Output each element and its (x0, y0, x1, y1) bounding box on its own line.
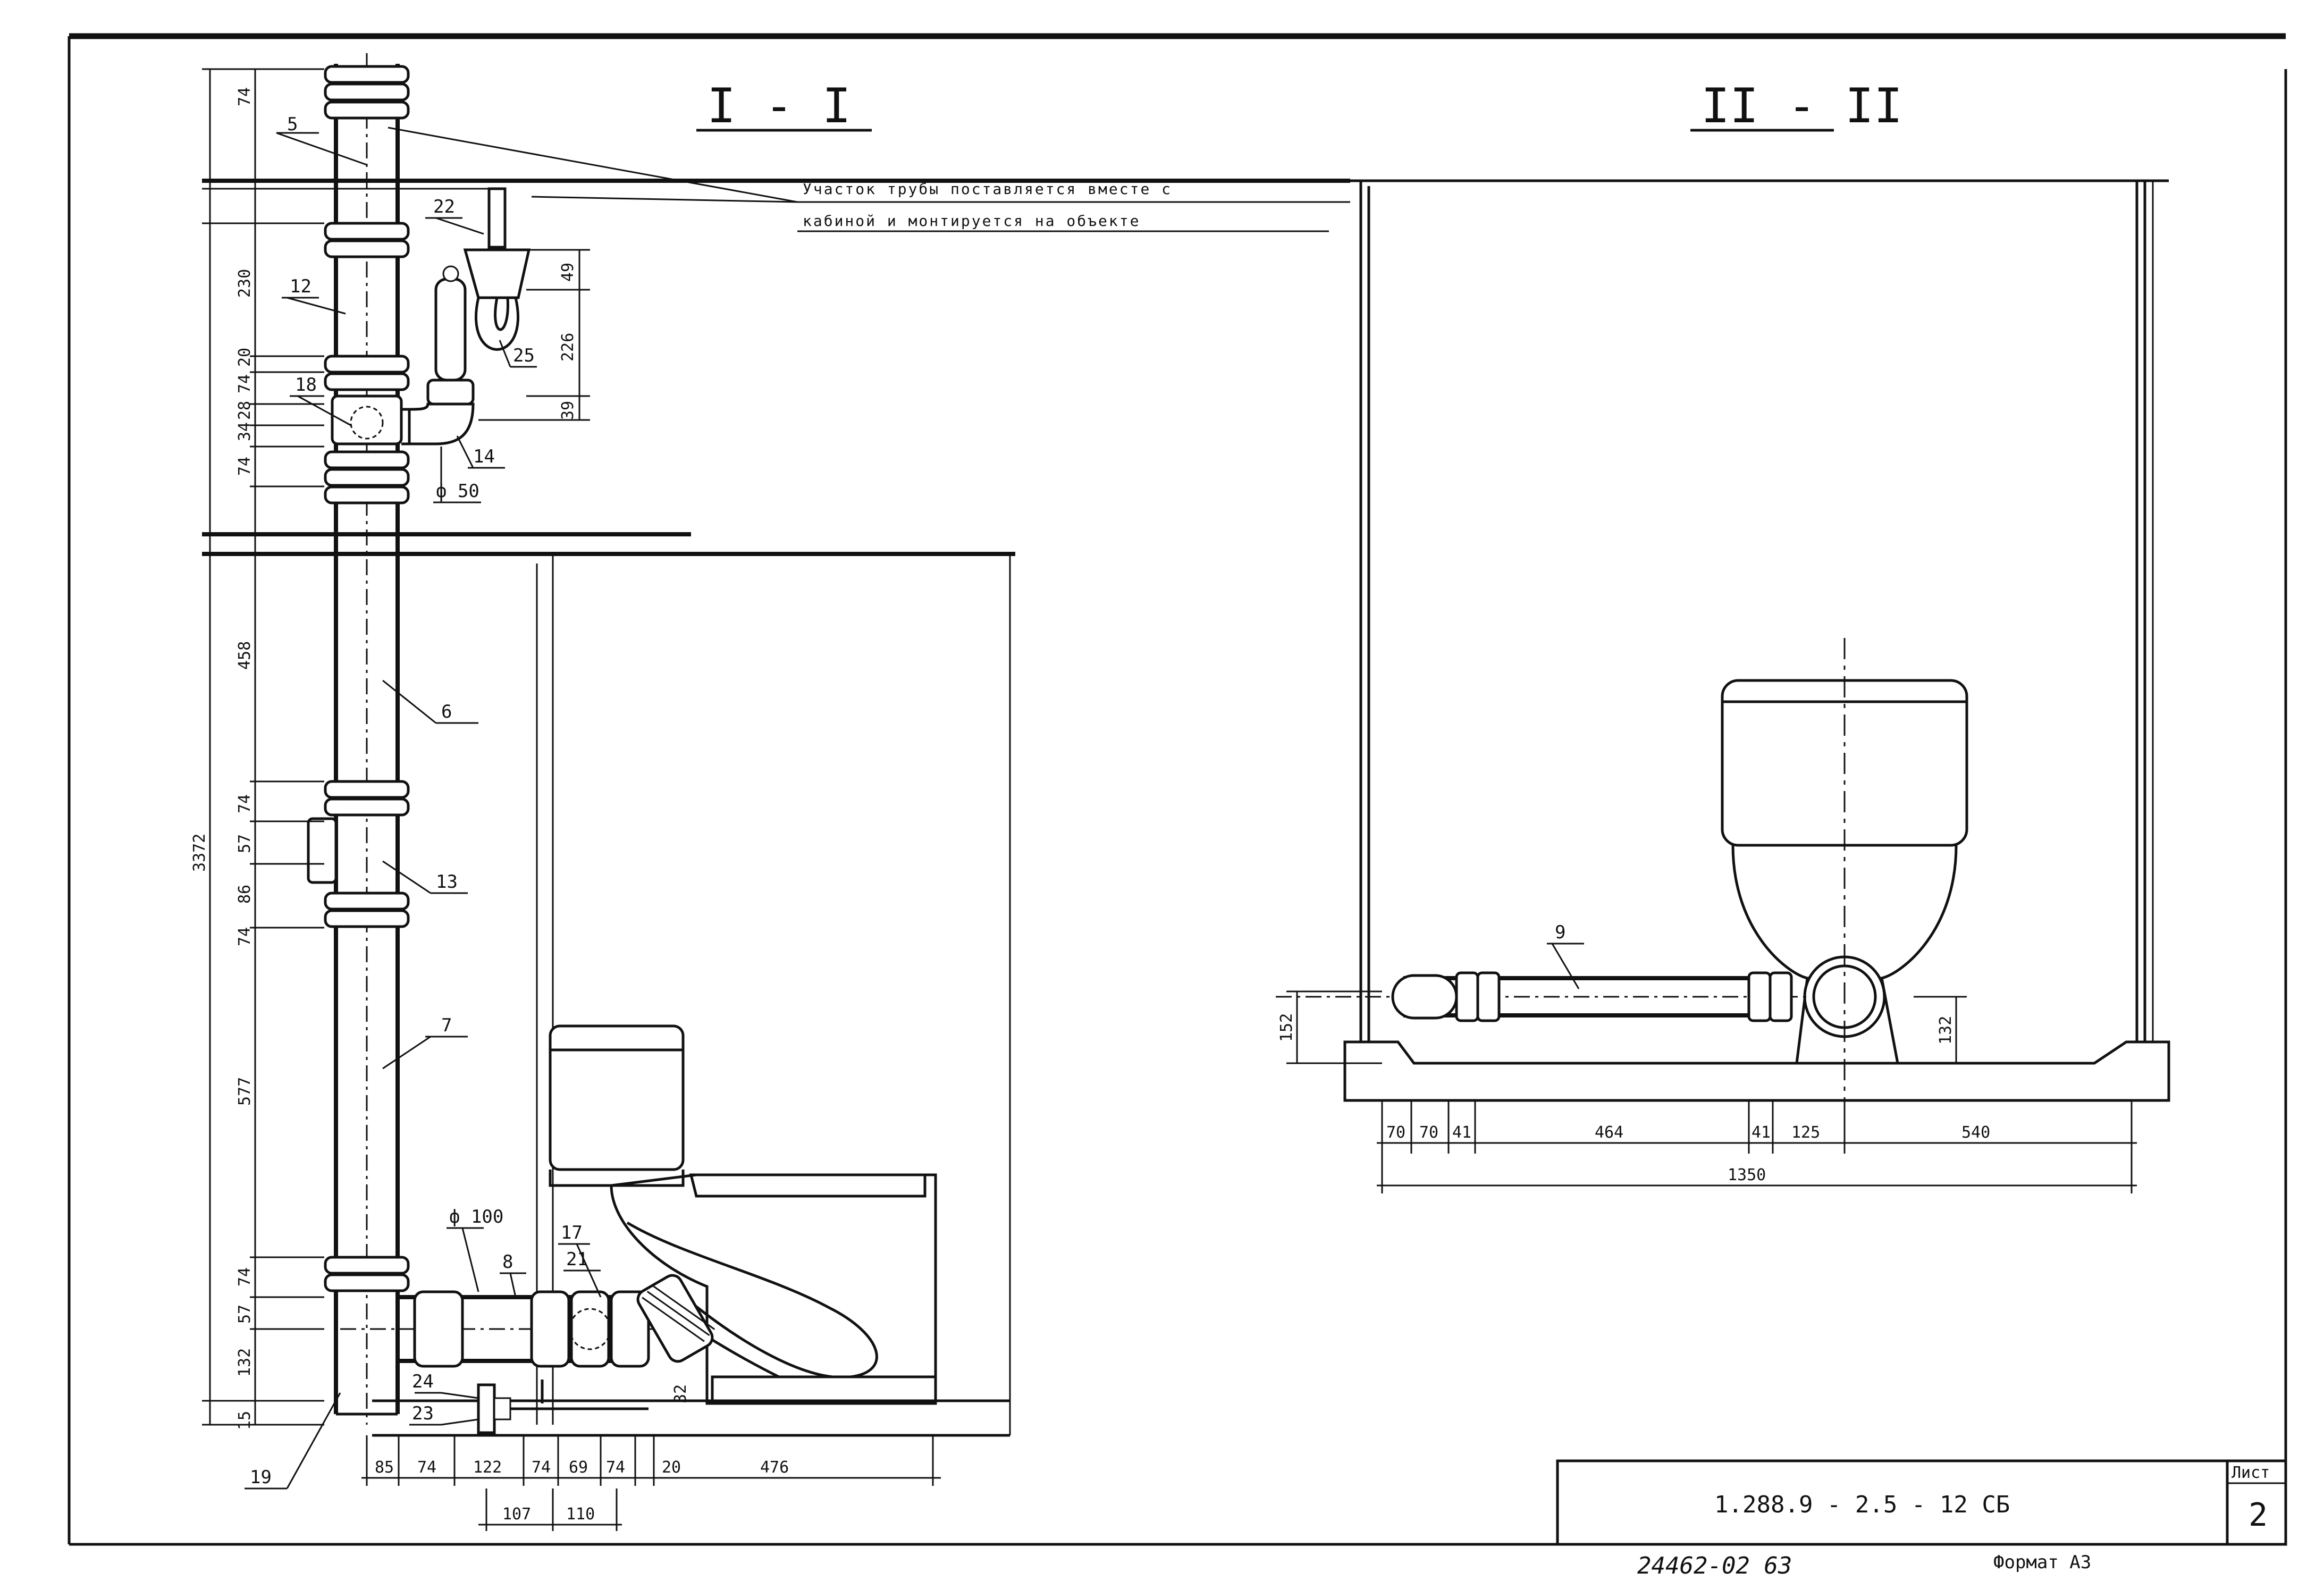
dim-b74b: 74 (532, 1458, 551, 1477)
dim-152: 152 (1277, 1013, 1296, 1042)
label-d100: ф 100 (449, 1206, 503, 1227)
dim-74-top: 74 (235, 87, 254, 106)
dim-577: 577 (235, 1077, 254, 1106)
label-25: 25 (513, 345, 535, 366)
label-21: 21 (566, 1249, 588, 1270)
riser-coupling-12-top (324, 222, 410, 258)
riser-coupling-lower-top (324, 450, 410, 504)
dim-74-c: 74 (235, 457, 254, 476)
label-17: 17 (561, 1222, 583, 1243)
dim-74-d: 74 (235, 794, 254, 813)
dim-28: 28 (235, 401, 254, 420)
dim-b20: 20 (662, 1458, 681, 1477)
dim-b32: 32 (671, 1384, 690, 1403)
dim-b85: 85 (375, 1458, 394, 1477)
dim-20: 20 (235, 348, 254, 367)
dim-15: 15 (235, 1411, 254, 1430)
dim-74-f: 74 (235, 1267, 254, 1286)
dim-r125: 125 (1791, 1123, 1820, 1142)
label-9: 9 (1555, 922, 1565, 943)
dim-226: 226 (559, 333, 577, 361)
dim-458: 458 (235, 641, 254, 670)
label-13: 13 (436, 871, 458, 893)
dim-b110: 110 (566, 1505, 595, 1524)
label-18: 18 (295, 374, 317, 396)
riser-tee-13 (307, 780, 410, 928)
dim-b476: 476 (760, 1458, 789, 1477)
dim-74-b: 74 (235, 374, 254, 393)
sheet-label: Лист (2232, 1464, 2270, 1482)
label-8: 8 (502, 1251, 513, 1273)
dim-b107: 107 (502, 1505, 531, 1524)
dim-49: 49 (559, 263, 577, 282)
dim-39: 39 (559, 401, 577, 420)
label-12: 12 (290, 276, 311, 297)
pipe-supply-note: Участок трубы поставляется вместе с каби… (388, 127, 1350, 232)
note-line-1: Участок трубы поставляется вместе с (803, 180, 1172, 198)
note-line-2: кабиной и монтируется на объекте (803, 212, 1140, 230)
sink-trap-assembly (401, 187, 531, 445)
toilet-front-view (1721, 638, 1968, 1148)
dim-r41b: 41 (1752, 1123, 1771, 1142)
section-one: I - I (190, 53, 1350, 1531)
dim-r70a: 70 (1386, 1123, 1405, 1142)
format-label: Формат А3 (1993, 1552, 2091, 1573)
dim-b74c: 74 (606, 1458, 625, 1477)
dim-r41a: 41 (1452, 1123, 1471, 1142)
dim-b74a: 74 (417, 1458, 436, 1477)
dim-57-b: 57 (235, 1305, 254, 1324)
dim-34: 34 (235, 422, 254, 441)
right-dimensions: 152 132 70 70 41 464 41 125 540 1350 (1277, 990, 2137, 1193)
floor-drain-parts (477, 1380, 649, 1434)
riser-coupling-12-bottom (324, 355, 410, 391)
inventory-number: 24462-02 63 (1637, 1552, 1792, 1579)
label-24: 24 (412, 1371, 434, 1392)
dim-86: 86 (235, 885, 254, 904)
horizontal-pipe-9: 9 (1276, 922, 1807, 1022)
label-23: 23 (412, 1403, 434, 1424)
dim-r540: 540 (1961, 1123, 1990, 1142)
label-6: 6 (441, 701, 452, 722)
dim-57-a: 57 (235, 834, 254, 853)
label-5: 5 (287, 114, 298, 135)
riser-coupling-top (324, 65, 410, 120)
dim-r70b: 70 (1419, 1123, 1438, 1142)
left-vertical-dimension-chain: 74 230 20 74 28 34 74 458 74 57 86 74 57… (190, 68, 324, 1430)
section-one-title: I - I (707, 78, 851, 134)
dim-230: 230 (235, 269, 254, 298)
label-d50: ф 50 (436, 481, 479, 502)
dim-r1350: 1350 (1728, 1166, 1766, 1184)
label-14: 14 (473, 446, 495, 467)
dim-74-e: 74 (235, 927, 254, 946)
dim-r132: 132 (1936, 1016, 1955, 1045)
drawing-code: 1.288.9 - 2.5 - 12 СБ (1714, 1491, 2010, 1518)
label-19: 19 (250, 1467, 272, 1488)
dim-3372: 3372 (190, 834, 209, 872)
label-7: 7 (441, 1015, 452, 1036)
left-leaders: 5 22 12 25 18 14 ф 50 6 13 (245, 114, 602, 1490)
left-bottom-dimension-chain: 85 74 122 74 69 74 20 476 107 110 32 (361, 1384, 941, 1531)
riser-fitting-18 (331, 394, 403, 445)
dim-b122: 122 (473, 1458, 502, 1477)
section-two-title: II - II (1701, 78, 1902, 134)
sheet-number: 2 (2249, 1496, 2268, 1534)
toilet-side-view (549, 1024, 937, 1405)
section-two: II - II (1276, 78, 2170, 1193)
dim-r464: 464 (1595, 1123, 1623, 1142)
title-block: 1.288.9 - 2.5 - 12 СБ Лист 2 24462-02 63… (1556, 1459, 2287, 1579)
riser-coupling-bottom (324, 1256, 410, 1292)
dim-132: 132 (235, 1348, 254, 1377)
label-22: 22 (433, 196, 455, 217)
wc-branch-pipe (340, 1290, 670, 1368)
dim-b69: 69 (569, 1458, 588, 1477)
trap-dimensions: 49 226 39 (478, 249, 590, 421)
